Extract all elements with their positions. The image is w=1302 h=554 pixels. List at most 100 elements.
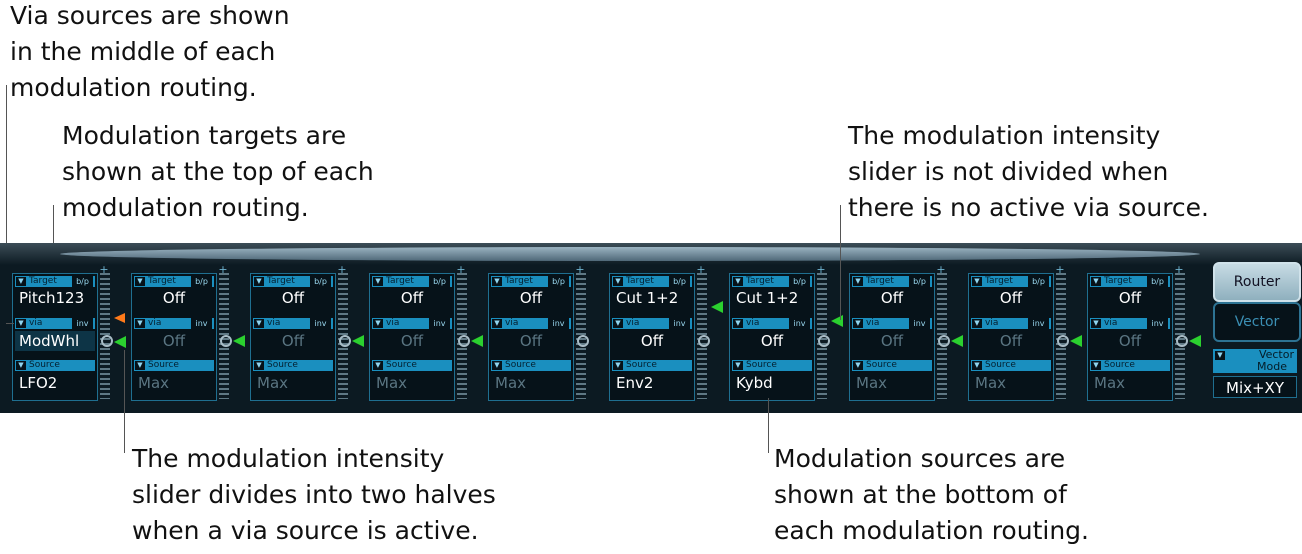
source-dropdown-icon[interactable]: ▼ [733,361,743,370]
intensity-handle-icon[interactable] [114,336,126,348]
via-ring-icon[interactable] [818,335,830,347]
bp-toggle[interactable]: b/p [548,276,569,287]
source-dropdown-icon[interactable]: ▼ [1091,361,1101,370]
plus-icon[interactable]: + [99,263,109,276]
plus-icon[interactable]: + [816,263,826,276]
intensity-handle-icon[interactable] [951,335,963,347]
via-value[interactable]: Off [1118,332,1142,350]
plus-icon[interactable]: + [1055,263,1065,276]
source-value[interactable]: Max [376,374,408,392]
inv-toggle[interactable]: inv [310,318,331,329]
inv-toggle[interactable]: inv [909,318,930,329]
intensity-handle-icon[interactable] [352,335,364,347]
intensity-handle-icon[interactable] [1070,335,1082,347]
inv-toggle[interactable]: inv [72,318,93,329]
source-value[interactable]: Max [975,374,1007,392]
source-value[interactable]: Max [257,374,289,392]
via-ring-icon[interactable] [101,335,113,347]
bp-toggle[interactable]: b/p [310,276,331,287]
target-dropdown-icon[interactable]: ▼ [373,277,383,286]
inv-toggle[interactable]: inv [191,318,212,329]
target-value[interactable]: Cut 1+2 [736,289,799,307]
source-dropdown-icon[interactable]: ▼ [16,361,26,370]
source-dropdown-icon[interactable]: ▼ [853,361,863,370]
plus-icon[interactable]: + [218,263,228,276]
via-dropdown-icon[interactable]: ▼ [373,319,383,328]
via-dropdown-icon[interactable]: ▼ [972,319,982,328]
via-dropdown-icon[interactable]: ▼ [135,319,145,328]
target-value[interactable]: Off [880,289,904,307]
target-value[interactable]: Off [400,289,424,307]
inv-toggle[interactable]: inv [548,318,569,329]
target-dropdown-icon[interactable]: ▼ [972,277,982,286]
bp-toggle[interactable]: b/p [191,276,212,287]
via-intensity-handle-icon[interactable] [114,313,125,323]
source-value[interactable]: LFO2 [19,374,58,392]
source-value[interactable]: Max [856,374,888,392]
target-dropdown-icon[interactable]: ▼ [492,277,502,286]
source-value[interactable]: Max [138,374,170,392]
via-value[interactable]: Off [999,332,1023,350]
inv-toggle[interactable]: inv [789,318,810,329]
intensity-handle-icon[interactable] [233,335,245,347]
target-dropdown-icon[interactable]: ▼ [135,277,145,286]
target-dropdown-icon[interactable]: ▼ [254,277,264,286]
via-ring-icon[interactable] [220,335,232,347]
intensity-handle-icon[interactable] [1189,335,1201,347]
via-ring-icon[interactable] [938,335,950,347]
target-value[interactable]: Off [519,289,543,307]
via-dropdown-icon[interactable]: ▼ [254,319,264,328]
via-value[interactable]: Off [640,332,664,350]
target-dropdown-icon[interactable]: ▼ [1091,277,1101,286]
bp-toggle[interactable]: b/p [429,276,450,287]
plus-icon[interactable]: + [575,263,585,276]
via-dropdown-icon[interactable]: ▼ [613,319,623,328]
target-value[interactable]: Off [162,289,186,307]
via-value[interactable]: ModWhl [15,331,95,351]
intensity-handle-icon[interactable] [471,335,483,347]
bp-toggle[interactable]: b/p [72,276,93,287]
inv-toggle[interactable]: inv [1147,318,1168,329]
inv-toggle[interactable]: inv [1028,318,1049,329]
target-value[interactable]: Off [999,289,1023,307]
vector-button[interactable]: Vector [1213,302,1301,342]
router-button[interactable]: Router [1213,262,1301,302]
source-dropdown-icon[interactable]: ▼ [972,361,982,370]
plus-icon[interactable]: + [456,263,466,276]
via-ring-icon[interactable] [1057,335,1069,347]
vector-mode-value[interactable]: Mix+XY [1213,376,1297,398]
source-dropdown-icon[interactable]: ▼ [135,361,145,370]
plus-icon[interactable]: + [1174,263,1184,276]
via-value[interactable]: Off [760,332,784,350]
target-value[interactable]: Cut 1+2 [616,289,679,307]
target-dropdown-icon[interactable]: ▼ [16,277,26,286]
via-value[interactable]: Off [880,332,904,350]
target-value[interactable]: Pitch123 [19,289,85,307]
target-value[interactable]: Off [1118,289,1142,307]
target-dropdown-icon[interactable]: ▼ [853,277,863,286]
via-dropdown-icon[interactable]: ▼ [16,319,26,328]
source-dropdown-icon[interactable]: ▼ [613,361,623,370]
via-ring-icon[interactable] [577,335,589,347]
plus-icon[interactable]: + [337,263,347,276]
intensity-handle-icon[interactable] [831,315,843,327]
bp-toggle[interactable]: b/p [1028,276,1049,287]
source-dropdown-icon[interactable]: ▼ [492,361,502,370]
target-value[interactable]: Off [281,289,305,307]
vector-mode-dropdown-icon[interactable]: ▼ [1215,351,1225,360]
via-dropdown-icon[interactable]: ▼ [853,319,863,328]
source-dropdown-icon[interactable]: ▼ [254,361,264,370]
source-value[interactable]: Max [495,374,527,392]
via-value[interactable]: Off [162,332,186,350]
inv-toggle[interactable]: inv [669,318,690,329]
target-dropdown-icon[interactable]: ▼ [733,277,743,286]
via-value[interactable]: Off [519,332,543,350]
bp-toggle[interactable]: b/p [789,276,810,287]
source-value[interactable]: Kybd [736,374,773,392]
bp-toggle[interactable]: b/p [909,276,930,287]
source-value[interactable]: Max [1094,374,1126,392]
via-ring-icon[interactable] [698,335,710,347]
target-dropdown-icon[interactable]: ▼ [613,277,623,286]
via-ring-icon[interactable] [339,335,351,347]
via-value[interactable]: Off [400,332,424,350]
